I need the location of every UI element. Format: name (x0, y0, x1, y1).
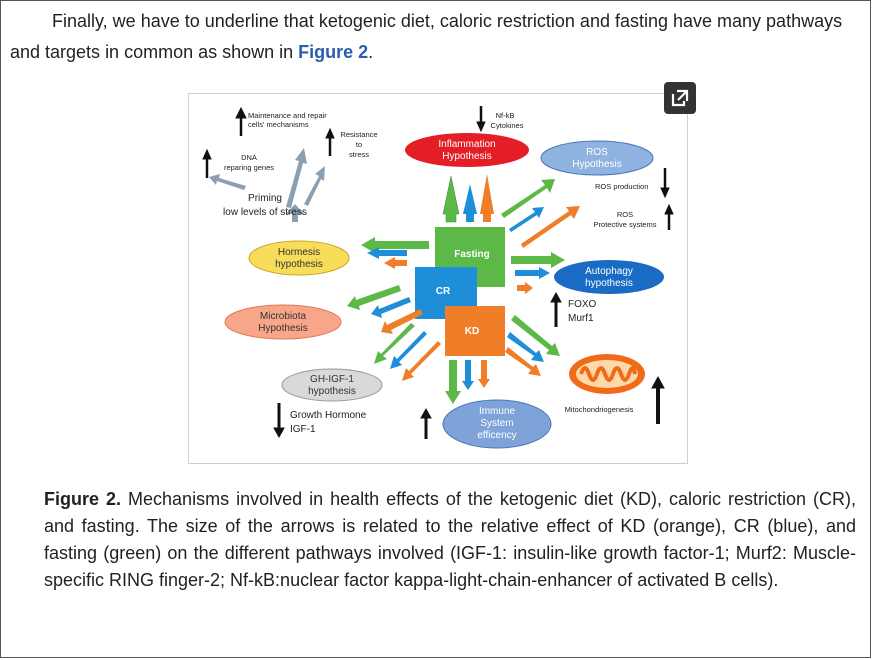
inflammation-node (405, 133, 529, 167)
figure-2-image: Fasting CR KD (188, 93, 688, 464)
intro-period: . (368, 42, 374, 62)
figure-2-link[interactable]: Figure 2 (298, 42, 369, 62)
intro-paragraph: Finally, we have to underline that ketog… (10, 6, 860, 68)
ros-line1: ROS (586, 147, 608, 158)
ros-production-label: ROS production (595, 182, 648, 191)
maintenance-line1: Maintenance and repair (248, 111, 327, 120)
dna-line1: DNA (241, 153, 257, 162)
kd-square (445, 306, 505, 356)
intro-text: Finally, we have to underline that ketog… (10, 11, 843, 62)
immune-line1: Immune (479, 406, 516, 417)
caption-label: Figure 2. (44, 489, 122, 509)
ghigf-node (281, 368, 383, 402)
immune-line3: efficency (477, 430, 516, 441)
hormesis-line1: Hormesis (278, 247, 320, 258)
caption-text: Mechanisms involved in health effects of… (44, 489, 857, 590)
external-link-icon (671, 89, 689, 107)
pathway-arrows (202, 106, 674, 439)
autophagy-line2: hypothesis (585, 278, 633, 289)
growth-hormone-line2: IGF-1 (290, 424, 316, 435)
microbiota-line1: Microbiota (260, 311, 307, 322)
inflammation-line2: Hypothesis (442, 151, 491, 162)
ros-protective-line2: Protective systems (594, 220, 657, 229)
ghigf-line1: GH-IGF-1 (310, 374, 354, 385)
figure-caption: Figure 2. Mechanisms involved in health … (44, 486, 856, 594)
nfkb-line1: Nf-kB (496, 111, 515, 120)
mitochondriogenesis-label: Mitochondriogenesis (565, 405, 634, 414)
immune-node (442, 399, 552, 449)
ghigf-line2: hypothesis (308, 386, 356, 397)
inflammation-line1: Inflammation (438, 139, 495, 150)
cr-label: CR (436, 286, 451, 297)
expand-figure-button[interactable] (664, 82, 696, 114)
resistance-line2: to (356, 140, 362, 149)
priming-line2: low levels of stress (223, 207, 307, 218)
figure-2-diagram: Fasting CR KD (202, 106, 674, 449)
ros-node (540, 140, 654, 176)
mitochondrion-icon (569, 354, 645, 394)
hormesis-line2: hypothesis (275, 259, 323, 270)
kd-label: KD (465, 326, 479, 337)
microbiota-line2: Hypothesis (258, 323, 307, 334)
ros-line2: Hypothesis (572, 159, 621, 170)
nfkb-line2: Cytokines (491, 121, 524, 130)
resistance-line1: Resistance (340, 130, 377, 139)
dna-line2: reparing genes (224, 163, 274, 172)
fasting-label: Fasting (454, 249, 490, 260)
autophagy-node (554, 260, 664, 294)
hormesis-node (248, 240, 350, 276)
resistance-line3: stress (349, 150, 369, 159)
foxo-line1: FOXO (568, 299, 597, 310)
growth-hormone-line1: Growth Hormone (290, 410, 367, 421)
priming-line1: Priming (248, 193, 282, 204)
ros-protective-line1: ROS (617, 210, 633, 219)
microbiota-node (224, 304, 342, 340)
autophagy-line1: Autophagy (585, 266, 633, 277)
foxo-line2: Murf1 (568, 313, 594, 324)
maintenance-line2: cells' mechanisms (248, 120, 309, 129)
immune-line2: System (480, 418, 513, 429)
